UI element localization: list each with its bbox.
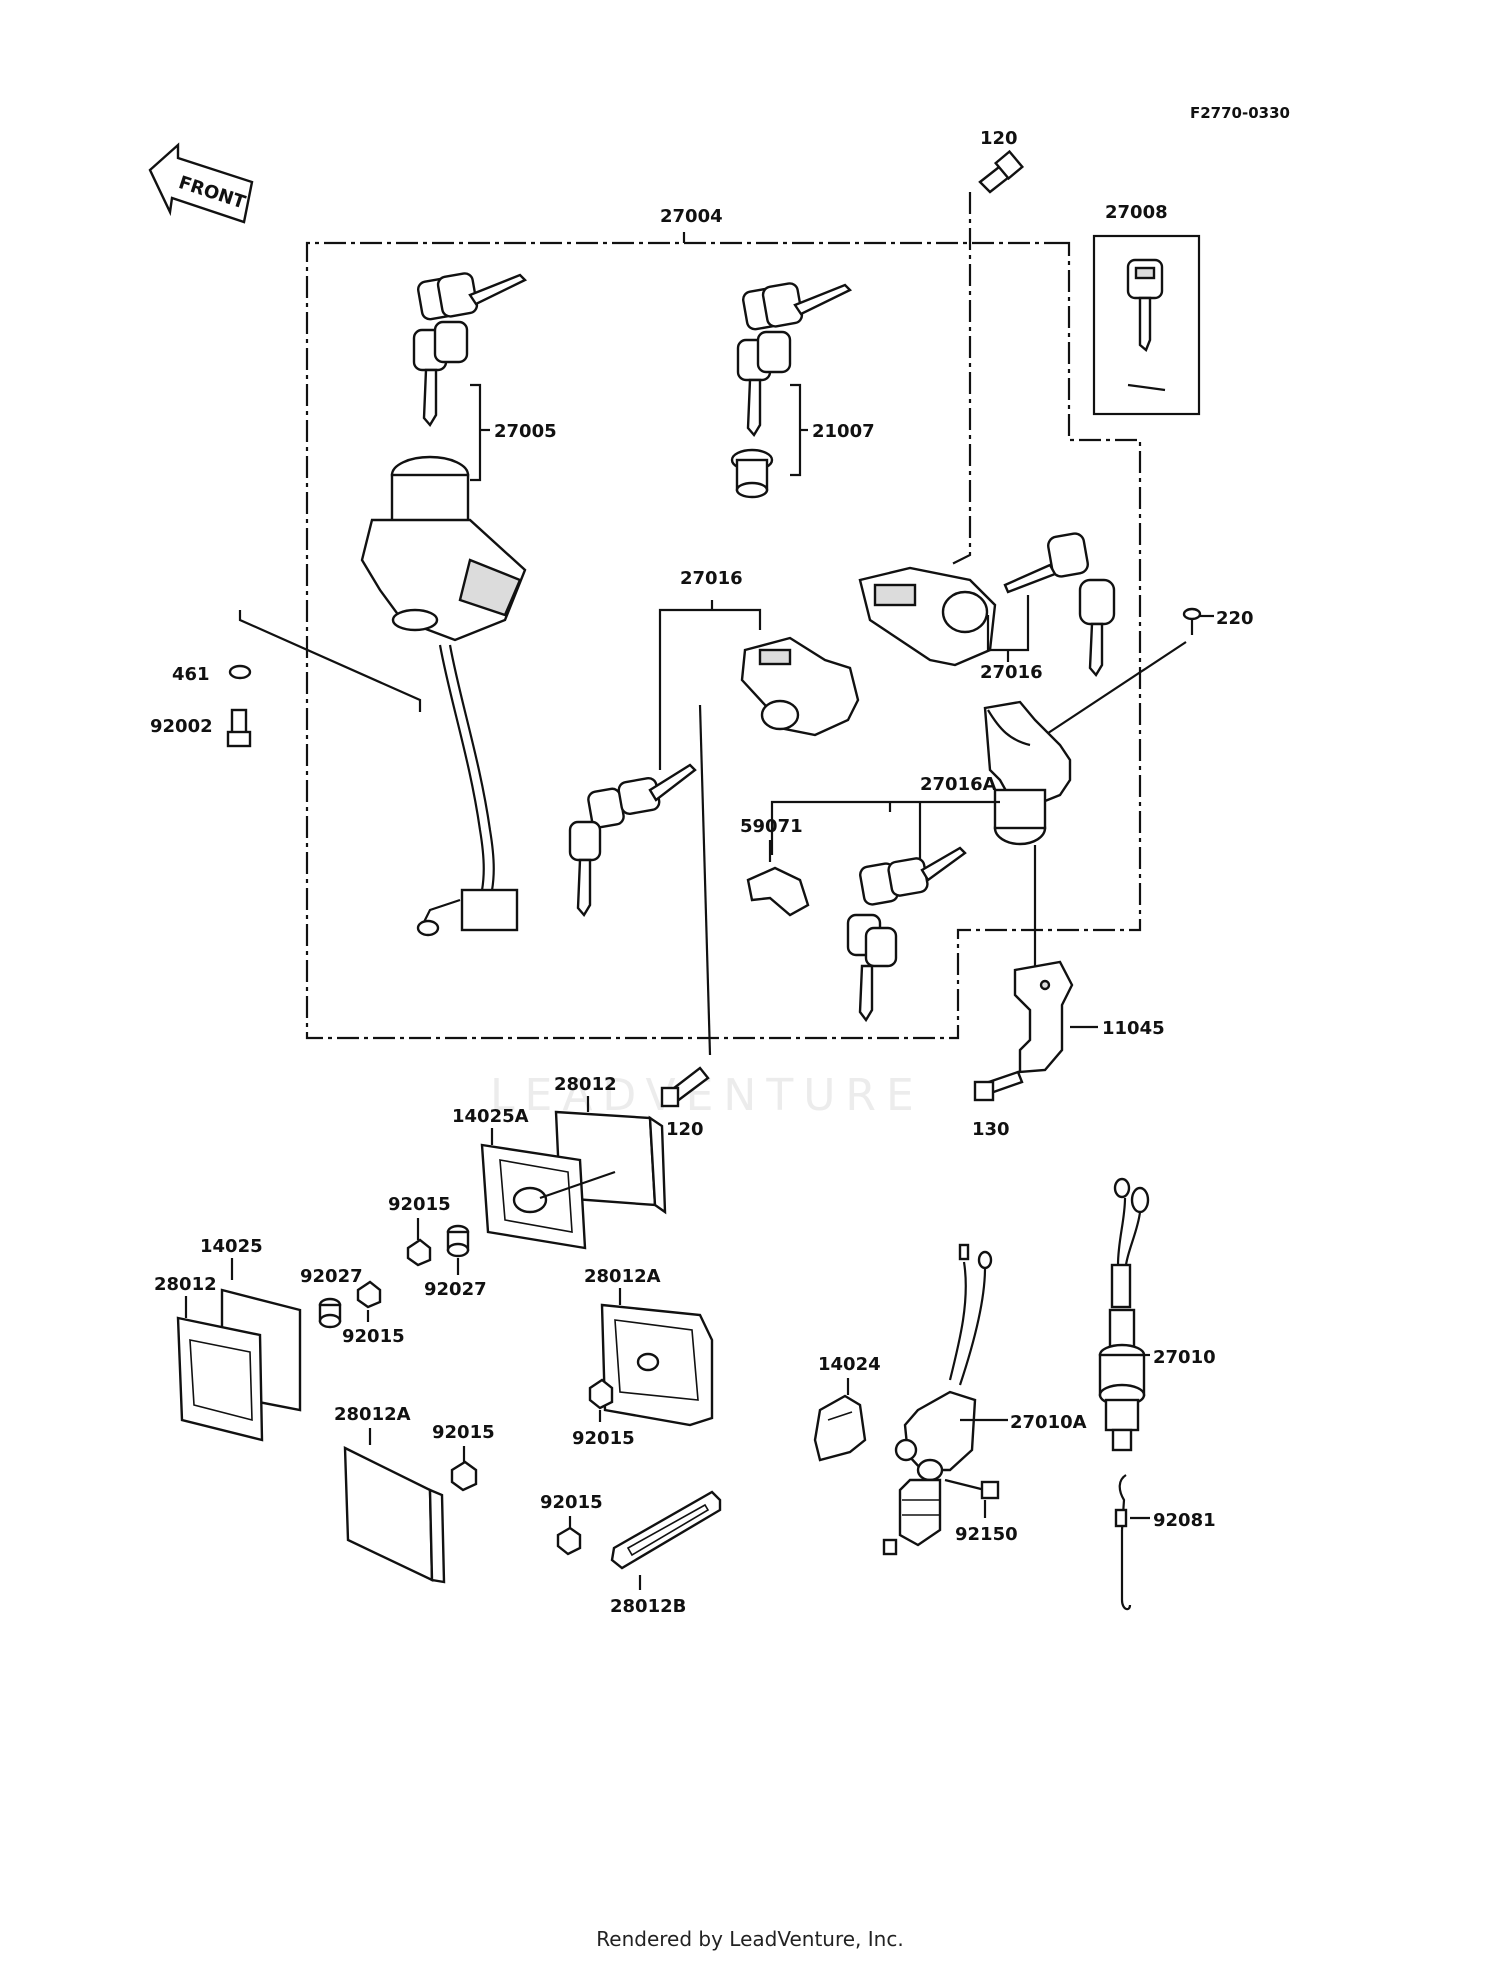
label-28012A-left: 28012A bbox=[334, 1404, 411, 1425]
base-14025A-icon bbox=[480, 1143, 616, 1250]
label-92015-e: 92015 bbox=[540, 1492, 603, 1513]
label-92150: 92150 bbox=[955, 1524, 1018, 1545]
key-pair-21007-icon bbox=[736, 282, 853, 438]
label-27016-center: 27016 bbox=[680, 568, 743, 589]
bolt-130-icon bbox=[973, 1070, 1024, 1102]
leader-21007-bracket bbox=[790, 383, 802, 477]
reflector-28012A-center-icon bbox=[600, 1303, 714, 1427]
leader-461 bbox=[238, 610, 422, 712]
label-21007: 21007 bbox=[812, 421, 875, 442]
nut-92015-b-icon bbox=[356, 1280, 382, 1309]
key-pair-27016-center-icon bbox=[568, 763, 697, 918]
boot-14024-icon bbox=[813, 1394, 867, 1462]
cylinder-21007-icon bbox=[730, 448, 774, 499]
spacer-92027-b-icon bbox=[318, 1297, 342, 1329]
label-120-bottom: 120 bbox=[666, 1119, 704, 1140]
label-461: 461 bbox=[172, 664, 210, 685]
clip-59071-icon bbox=[746, 866, 810, 917]
set-27004-boundary bbox=[305, 241, 1142, 1040]
lock-27016-center-icon bbox=[740, 636, 860, 737]
reflector-28012B-icon bbox=[610, 1490, 722, 1570]
bolt-120-bottom-icon bbox=[660, 1066, 710, 1108]
leader-120-top bbox=[949, 192, 972, 566]
leader-27016A-bracket bbox=[770, 800, 1000, 855]
label-59071: 59071 bbox=[740, 816, 803, 837]
ignition-switch-icon bbox=[360, 455, 527, 937]
nut-92015-e-icon bbox=[556, 1526, 582, 1556]
nut-92015-c-icon bbox=[588, 1378, 614, 1410]
nut-92015-d-icon bbox=[450, 1460, 478, 1492]
label-92015-b: 92015 bbox=[342, 1326, 405, 1347]
label-14025A: 14025A bbox=[452, 1106, 529, 1127]
reflector-28012-left-icon bbox=[176, 1316, 264, 1442]
figure-code: F2770-0330 bbox=[1190, 104, 1290, 122]
label-92002: 92002 bbox=[150, 716, 213, 737]
label-130: 130 bbox=[972, 1119, 1010, 1140]
bolt-92150-icon bbox=[944, 1478, 1000, 1500]
leader-120-bottom bbox=[698, 704, 712, 1056]
key-pair-27005-icon bbox=[412, 272, 528, 428]
label-28012-left: 28012 bbox=[154, 1274, 217, 1295]
label-27010: 27010 bbox=[1153, 1347, 1216, 1368]
key-pair-27016-right-icon bbox=[1003, 532, 1116, 678]
washer-461-icon bbox=[228, 664, 252, 680]
label-92015-d: 92015 bbox=[432, 1422, 495, 1443]
label-120-top: 120 bbox=[980, 128, 1018, 149]
label-27016-right: 27016 bbox=[980, 662, 1043, 683]
label-27010A: 27010A bbox=[1010, 1412, 1087, 1433]
label-27005: 27005 bbox=[494, 421, 557, 442]
box-27008 bbox=[1092, 234, 1201, 416]
nut-92015-a-icon bbox=[406, 1238, 432, 1267]
label-27004: 27004 bbox=[660, 206, 723, 227]
label-11045: 11045 bbox=[1102, 1018, 1165, 1039]
switch-27010-icon bbox=[1098, 1177, 1150, 1452]
front-arrow-icon: FRONT bbox=[148, 142, 254, 224]
label-92081: 92081 bbox=[1153, 1510, 1216, 1531]
label-92015-a: 92015 bbox=[388, 1194, 451, 1215]
leader-27005-bracket bbox=[470, 383, 482, 482]
spacer-92027-a-icon bbox=[446, 1224, 470, 1258]
footer-credit: Rendered by LeadVenture, Inc. bbox=[596, 1927, 903, 1951]
wire-92081-icon bbox=[1114, 1474, 1132, 1611]
bolt-120-top-icon bbox=[978, 149, 1025, 194]
lock-27016-right-icon bbox=[858, 566, 997, 667]
label-92027-a: 92027 bbox=[424, 1279, 487, 1300]
lock-27016A-icon bbox=[983, 700, 1072, 846]
label-28012-top: 28012 bbox=[554, 1074, 617, 1095]
label-28012B: 28012B bbox=[610, 1596, 686, 1617]
label-92027-b: 92027 bbox=[300, 1266, 363, 1287]
label-92015-c: 92015 bbox=[572, 1428, 635, 1449]
label-14024: 14024 bbox=[818, 1354, 881, 1375]
key-pair-27016A-icon bbox=[846, 846, 967, 1023]
switch-27010A-icon bbox=[882, 1243, 993, 1556]
leader-27016-center bbox=[658, 608, 762, 770]
screw-220-icon bbox=[1182, 607, 1202, 635]
bracket-11045-icon bbox=[1013, 960, 1074, 1074]
reflector-28012A-left-icon bbox=[343, 1446, 446, 1584]
leader-220 bbox=[1029, 641, 1187, 746]
label-28012A-center: 28012A bbox=[584, 1266, 661, 1287]
bolt-92002-icon bbox=[226, 708, 252, 748]
label-27008: 27008 bbox=[1105, 202, 1168, 223]
label-220: 220 bbox=[1216, 608, 1254, 629]
label-27016A: 27016A bbox=[920, 774, 997, 795]
label-14025: 14025 bbox=[200, 1236, 263, 1257]
key-27008-icon bbox=[1126, 258, 1166, 392]
